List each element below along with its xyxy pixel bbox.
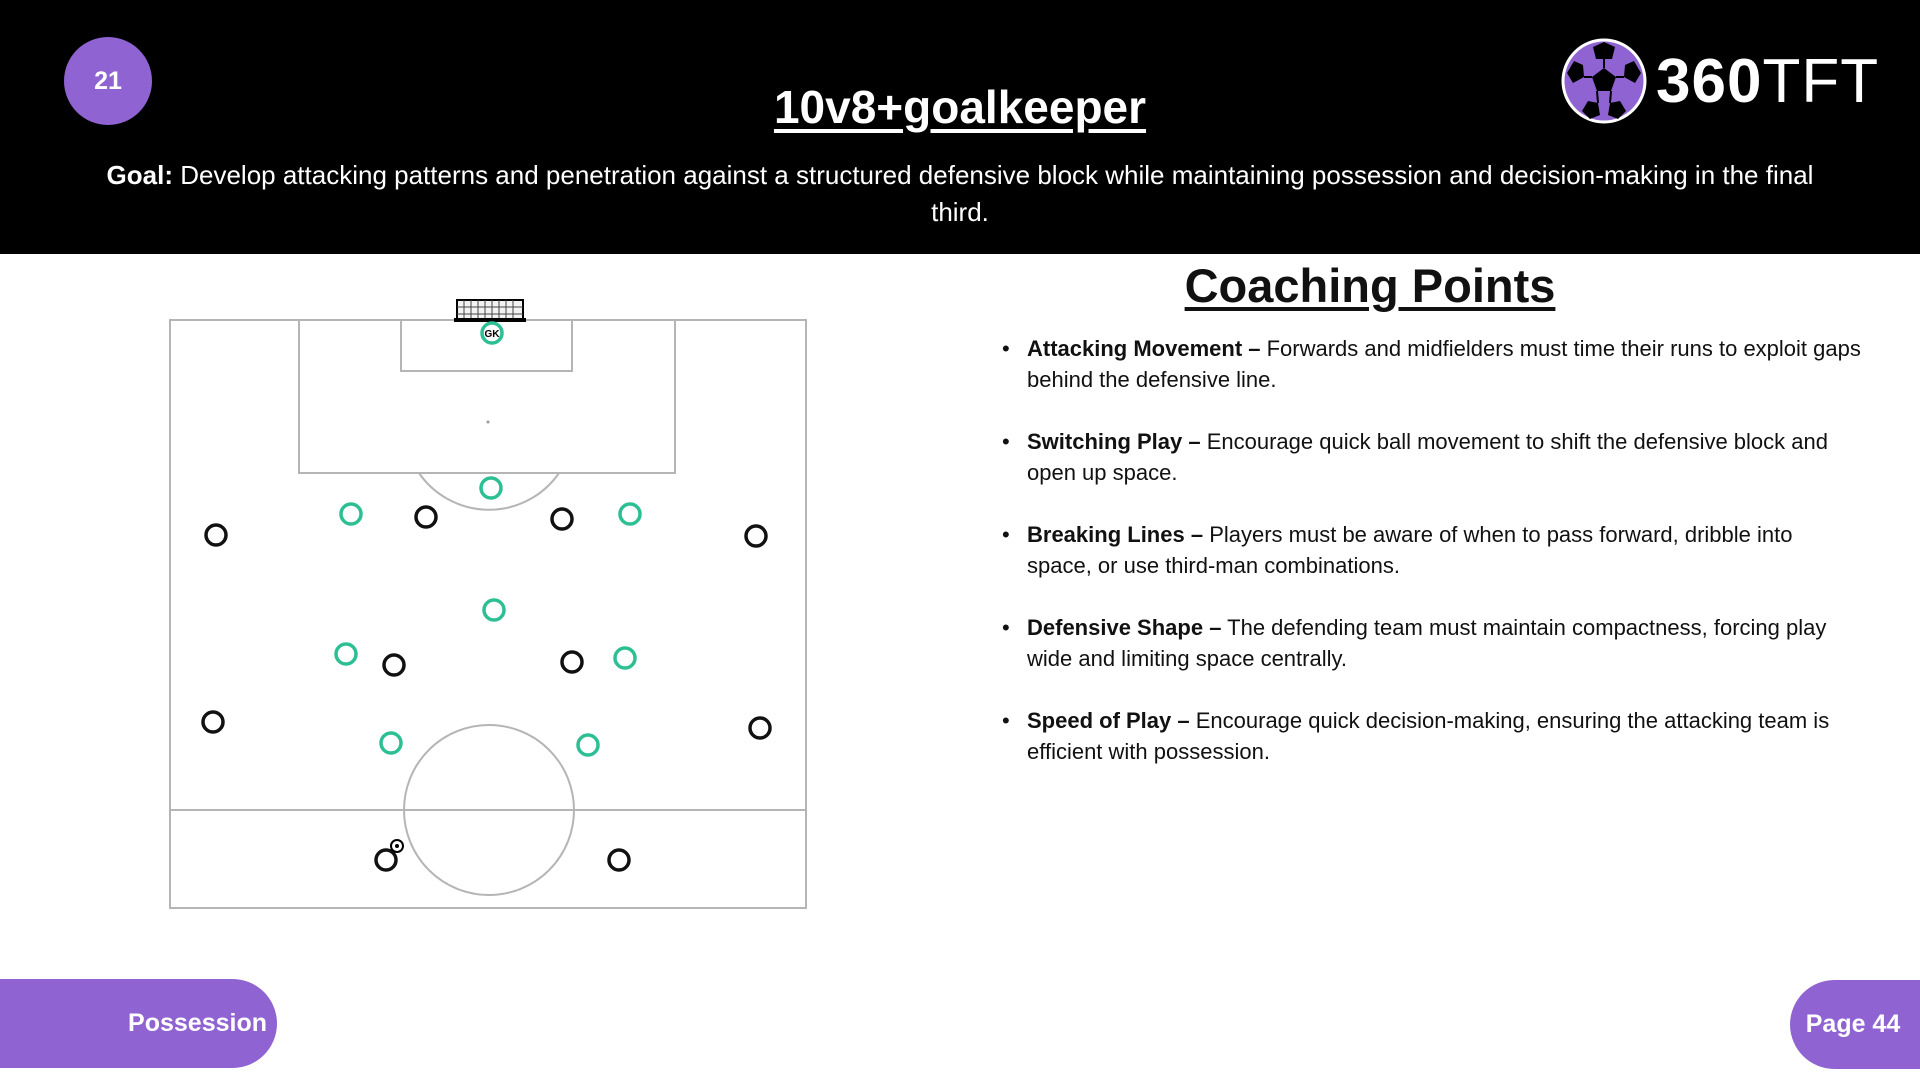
goal-label: Goal: (106, 160, 173, 190)
page-number-tab: Page 44 (1790, 980, 1920, 1069)
header-bar: 21 10v8+goalkeeper Goal: Develop attacki… (0, 0, 1920, 254)
attacking-player (744, 524, 768, 548)
brand-logo: 360TFT (1560, 36, 1879, 126)
attacking-player (382, 653, 406, 677)
brand-name: 360TFT (1656, 46, 1880, 116)
penalty-spot (486, 420, 490, 424)
pitch-diagram: GK (169, 299, 807, 909)
defending-player (482, 598, 506, 622)
defending-player (339, 502, 363, 526)
list-item: Speed of Play – Encourage quick decision… (1002, 705, 1862, 767)
attacking-player (201, 710, 225, 734)
centre-circle (403, 724, 575, 896)
list-item: Breaking Lines – Players must be aware o… (1002, 519, 1862, 581)
coaching-points-heading: Coaching Points (1184, 259, 1556, 312)
coaching-points-list: Attacking Movement – Forwards and midfie… (1002, 333, 1862, 798)
defending-player (334, 642, 358, 666)
attacking-player (204, 523, 228, 547)
defending-player (618, 502, 642, 526)
defending-player (576, 733, 600, 757)
defending-player (613, 646, 637, 670)
goal-statement: Goal: Develop attacking patterns and pen… (100, 157, 1820, 231)
soccer-ball-icon (1561, 38, 1647, 124)
page-number-label: Page 44 (1805, 1010, 1901, 1038)
attacking-player (560, 650, 584, 674)
list-item: Attacking Movement – Forwards and midfie… (1002, 333, 1862, 395)
attacking-player (374, 848, 398, 872)
gk-label: GK (485, 329, 501, 340)
attacking-player (550, 507, 574, 531)
goalkeeper: GK (480, 321, 504, 345)
soccer-ball-icon (390, 839, 404, 853)
slide-number-badge: 21 (64, 37, 152, 125)
slide-number: 21 (94, 66, 122, 95)
attacking-player (607, 848, 631, 872)
goal-text: Develop attacking patterns and penetrati… (180, 160, 1814, 227)
category-tab[interactable]: Possession (0, 979, 277, 1068)
category-label: Possession (128, 1009, 267, 1037)
attacking-player (414, 505, 438, 529)
penalty-arc (418, 472, 560, 511)
list-item: Defensive Shape – The defending team mus… (1002, 612, 1862, 674)
drill-title: 10v8+goalkeeper (773, 81, 1147, 133)
pitch-outline (169, 319, 807, 909)
list-item: Switching Play – Encourage quick ball mo… (1002, 426, 1862, 488)
defending-player (479, 476, 503, 500)
goal-net (454, 299, 526, 322)
defending-player (379, 731, 403, 755)
attacking-player (748, 716, 772, 740)
